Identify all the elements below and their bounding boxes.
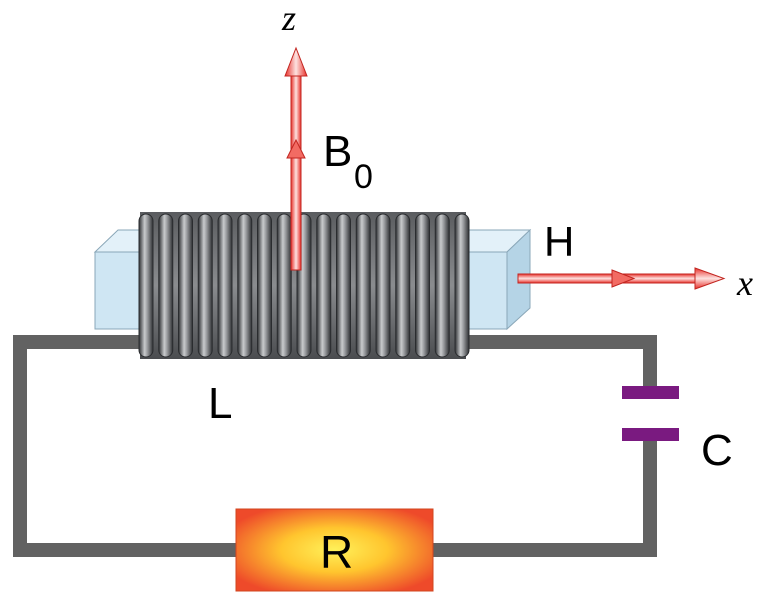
coil-turn <box>336 213 351 358</box>
coil-turn <box>276 213 292 358</box>
capacitor-plate-top <box>622 386 679 399</box>
z-axis-label: z <box>281 0 296 38</box>
coil-turn <box>138 213 154 358</box>
x-axis-label: x <box>736 263 753 303</box>
coil-turn <box>454 213 470 358</box>
coil-turn <box>257 213 272 358</box>
b0-arrow <box>284 46 308 271</box>
capacitor <box>622 386 679 441</box>
inductor-coil <box>138 212 470 359</box>
coil-turn <box>355 213 371 358</box>
coil-turn <box>316 213 332 358</box>
coil-turn <box>237 213 253 358</box>
coil-turn <box>375 213 391 358</box>
coil-turn <box>217 213 233 358</box>
capacitor-plate-bottom <box>622 428 679 441</box>
coil-turn <box>178 213 193 358</box>
coil-turn <box>395 213 411 358</box>
h-arrow <box>517 267 726 290</box>
circuit-wire <box>13 335 657 557</box>
capacitor-label: C <box>701 426 733 475</box>
resistor <box>235 508 434 592</box>
b-field-subscript: 0 <box>354 158 373 196</box>
b-field-label: B <box>323 127 352 176</box>
coil-turn <box>158 213 174 358</box>
resistor-label: R <box>320 526 353 578</box>
coil-turn <box>434 213 450 358</box>
inductor-label: L <box>208 379 232 428</box>
coil-turn <box>197 213 213 358</box>
h-field-label: H <box>544 218 574 265</box>
coil-turn <box>415 213 430 358</box>
